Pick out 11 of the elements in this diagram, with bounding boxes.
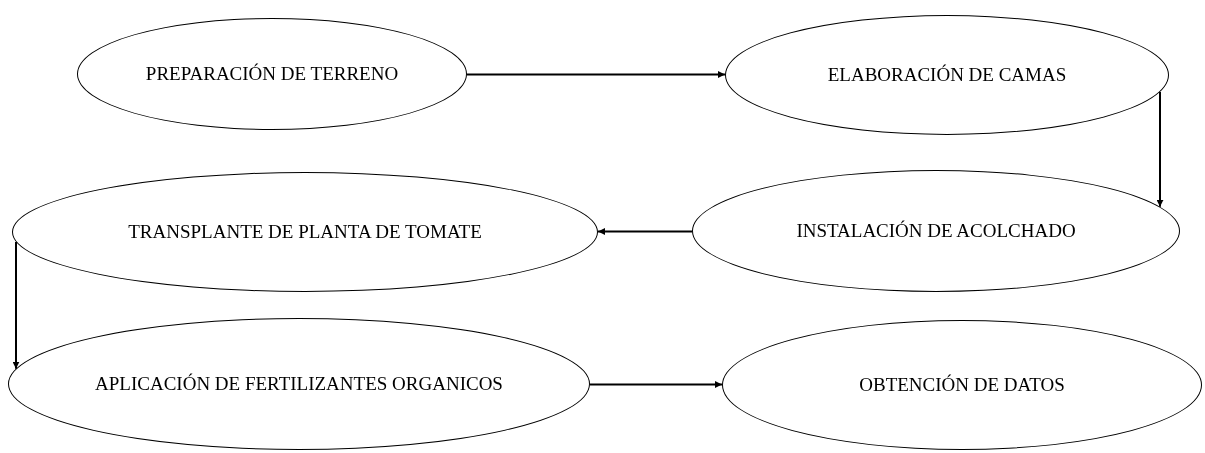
step-label: ELABORACIÓN DE CAMAS	[827, 63, 1067, 87]
step-label: TRANSPLANTE DE PLANTA DE TOMATE	[128, 220, 482, 244]
step-label: PREPARACIÓN DE TERRENO	[145, 62, 399, 86]
step-label: OBTENCIÓN DE DATOS	[859, 373, 1065, 397]
arrow	[589, 381, 723, 388]
step-label: APLICACIÓN DE FERTILIZANTES ORGANICOS	[95, 372, 503, 396]
arrow	[466, 71, 726, 78]
step-label: INSTALACIÓN DE ACOLCHADO	[796, 219, 1076, 243]
arrow	[12, 240, 20, 370]
arrow	[597, 228, 693, 235]
arrow	[1156, 90, 1164, 208]
